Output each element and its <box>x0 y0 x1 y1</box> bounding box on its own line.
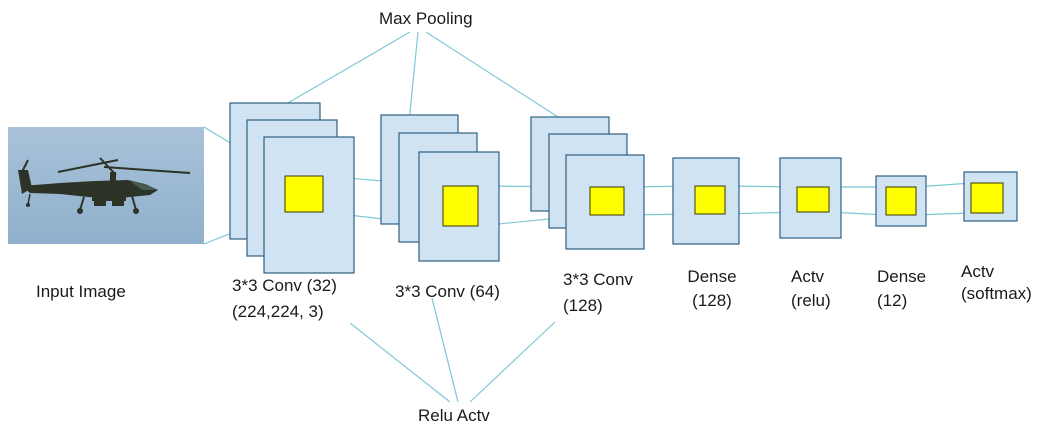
relu-actv-layer-label: Actv (relu) <box>791 267 831 311</box>
conv32-label-line1: 3*3 Conv (32) <box>232 276 337 295</box>
conv128-label-line2: (128) <box>563 296 603 315</box>
kernel <box>796 186 830 213</box>
max-pooling-label: Max Pooling <box>379 9 473 28</box>
relu-actv-label: Relu Actv <box>418 406 490 425</box>
pool-connector <box>425 31 573 127</box>
kernel <box>442 185 479 227</box>
dense12-label-line2: (12) <box>877 291 908 310</box>
kernel <box>284 175 324 213</box>
conv64-block <box>380 114 500 262</box>
input-image <box>8 127 204 244</box>
softmax-label-line2: (softmax) <box>961 284 1032 303</box>
conv128-label: 3*3 Conv (128) <box>563 270 633 316</box>
relu-actv-layer-label-line1: Actv <box>791 267 825 286</box>
kernels <box>284 175 1004 227</box>
softmax-label-line1: Actv <box>961 262 995 281</box>
helicopter-icon <box>18 157 191 214</box>
softmax-label: Actv (softmax) <box>961 262 1032 304</box>
relu-block <box>779 157 842 239</box>
dense128-label-line2: (128) <box>692 291 732 310</box>
kernel <box>589 186 625 216</box>
dense12-label-line1: Dense <box>877 267 927 286</box>
relu-connector <box>469 321 556 403</box>
kernel <box>885 186 917 216</box>
conv64-label-line1: 3*3 Conv (64) <box>395 282 500 301</box>
conv128-label-line1: 3*3 Conv <box>563 270 633 289</box>
input-image-label: Input Image <box>36 282 126 301</box>
relu-connector <box>349 322 451 403</box>
relu-actv-layer-label-line2: (relu) <box>791 291 831 310</box>
kernel <box>970 182 1004 214</box>
relu-connector <box>431 297 459 403</box>
kernel <box>694 185 726 215</box>
conv64-label: 3*3 Conv (64) <box>395 282 500 302</box>
conv32-label: 3*3 Conv (32) (224,224, 3) <box>232 276 337 322</box>
dense128-label: Dense (128) <box>682 267 742 311</box>
dense128-label-line1: Dense <box>687 267 737 286</box>
dense12-label: Dense (12) <box>877 267 926 311</box>
conv32-label-line2: (224,224, 3) <box>232 302 324 321</box>
conv128-block <box>530 116 645 250</box>
